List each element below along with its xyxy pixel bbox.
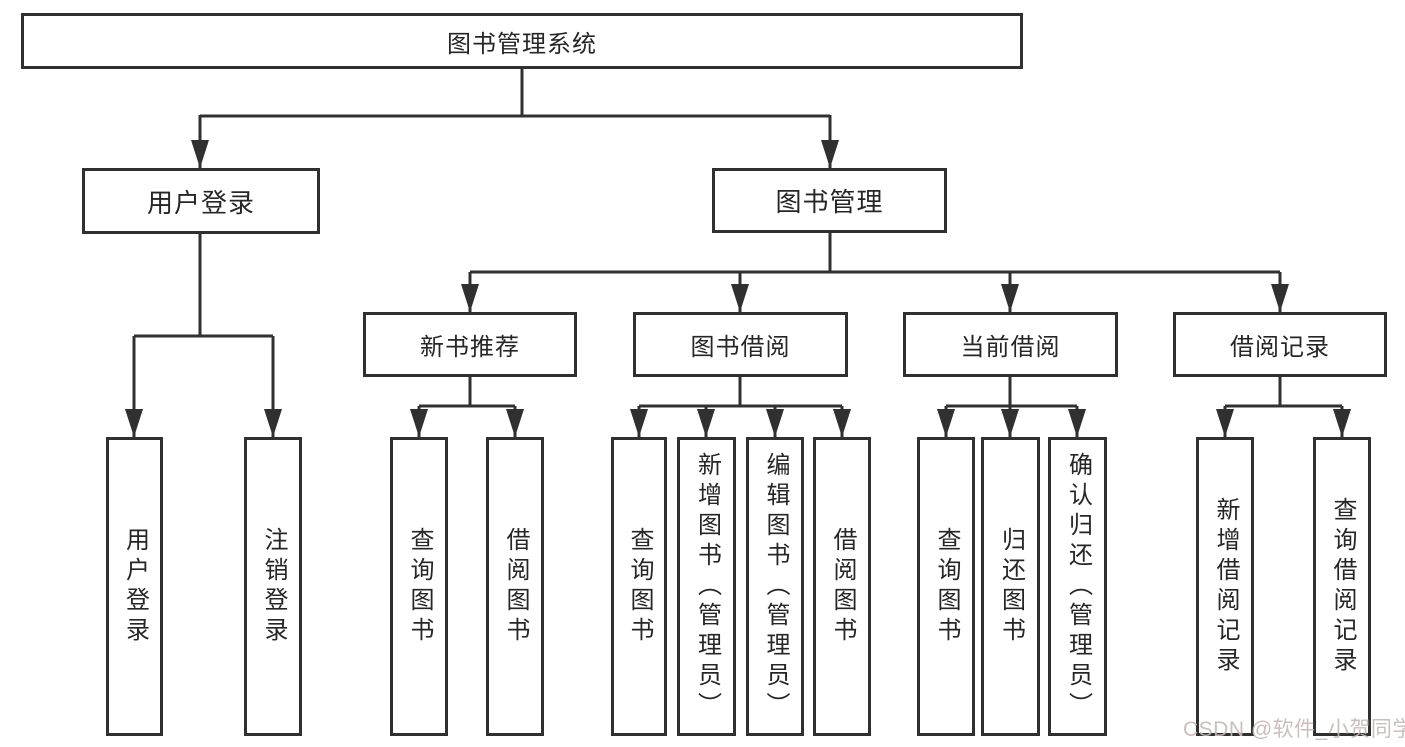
node-label: 图书管理系统 (447, 30, 597, 58)
node-label: 查询借阅记录 (1329, 496, 1356, 677)
node-borrow-records: 借阅记录 (1173, 312, 1387, 377)
node-label: 图书管理 (775, 187, 884, 217)
leaf-query-books-recommend: 查询图书 (390, 437, 448, 736)
leaf-logout: 注销登录 (244, 437, 302, 736)
leaf-add-borrow-record: 新增借阅记录 (1196, 437, 1254, 736)
leaf-confirm-return-admin: 确认归还（管理员） (1048, 437, 1107, 736)
leaf-borrow-books-recommend: 借阅图书 (486, 437, 544, 736)
node-label: 图书借阅 (690, 334, 791, 361)
node-current-borrow: 当前借阅 (903, 312, 1118, 377)
connector-book-management (470, 233, 1280, 274)
leaf-add-books-admin: 新增图书（管理员） (677, 437, 736, 736)
connector-root (200, 69, 830, 118)
node-label: 归还图书 (997, 526, 1025, 647)
leaf-query-books-borrow: 查询图书 (611, 437, 667, 736)
node-new-book-recommend: 新书推荐 (363, 312, 577, 377)
node-label: 当前借阅 (960, 334, 1061, 361)
leaf-query-books-current: 查询图书 (917, 437, 975, 736)
connector-user-login (134, 234, 273, 338)
leaf-return-books: 归还图书 (981, 437, 1040, 736)
node-label: 查询图书 (933, 526, 960, 647)
node-label: 借阅图书 (829, 526, 856, 647)
node-label: 借阅记录 (1230, 334, 1330, 361)
connector-borrow-records (1225, 377, 1342, 408)
watermark: CSDN @软件_小贺同学 (1183, 718, 1405, 741)
node-label: 确认归还（管理员） (1064, 451, 1092, 722)
node-label: 借阅图书 (502, 526, 529, 647)
node-library-system: 图书管理系统 (21, 13, 1023, 69)
node-label: 用户登录 (146, 187, 255, 218)
leaf-borrow-books: 借阅图书 (813, 437, 871, 736)
node-label: 编辑图书（管理员） (762, 451, 789, 722)
connector-new-book-recommend (419, 377, 515, 408)
node-label: 用户登录 (121, 526, 149, 647)
node-label: 注销登录 (260, 526, 287, 647)
node-label: 查询图书 (626, 526, 653, 647)
node-label: 新增借阅记录 (1212, 496, 1239, 677)
node-user-login: 用户登录 (82, 168, 320, 234)
connector-current-borrow (946, 377, 1077, 408)
node-label: 新增图书（管理员） (693, 451, 721, 722)
node-label: 查询图书 (406, 526, 433, 647)
node-label: 新书推荐 (420, 334, 520, 361)
node-book-borrow: 图书借阅 (633, 312, 848, 377)
leaf-edit-books-admin: 编辑图书（管理员） (746, 437, 804, 736)
leaf-user-login: 用户登录 (106, 437, 163, 736)
connector-book-borrow (639, 377, 842, 408)
leaf-query-borrow-record: 查询借阅记录 (1313, 437, 1371, 736)
node-book-management: 图书管理 (712, 168, 947, 233)
